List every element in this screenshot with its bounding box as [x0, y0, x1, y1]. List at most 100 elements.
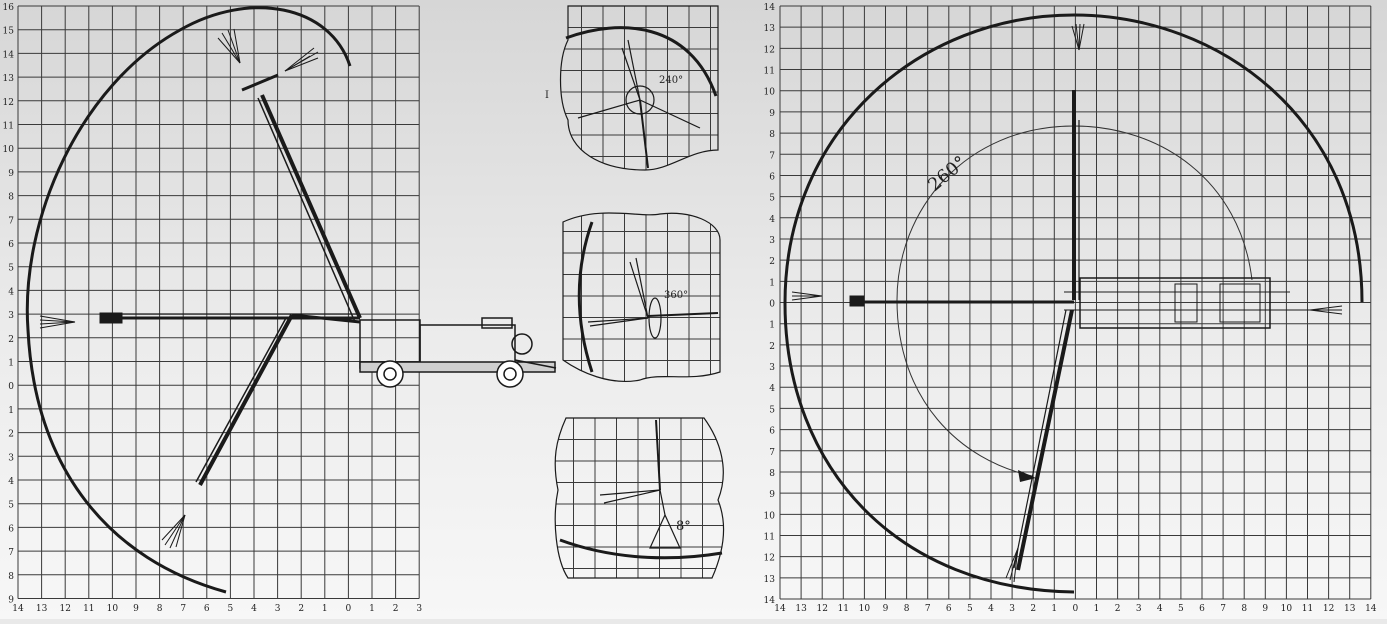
axis-tick-label: 4: [8, 477, 14, 487]
axis-tick-label: 6: [769, 427, 775, 437]
axis-tick-label: 5: [8, 501, 14, 511]
axis-tick-label: 2: [298, 604, 304, 614]
axis-tick-label: 2: [769, 257, 775, 267]
axis-tick-label: 10: [764, 88, 776, 98]
carrier-truck: [359, 317, 557, 388]
axis-tick-label: 0: [1073, 604, 1079, 614]
axis-tick-label: 5: [967, 604, 973, 614]
axis-tick-label: 9: [883, 604, 889, 614]
axis-tick-label: 10: [3, 145, 15, 155]
axis-tick-label: 12: [3, 98, 14, 108]
axis-tick-label: 12: [764, 554, 775, 564]
axis-tick-label: 8: [904, 604, 910, 614]
axis-tick-label: 3: [1009, 604, 1015, 614]
axis-tick-label: 4: [8, 287, 14, 297]
axis-tick-label: 8: [157, 604, 163, 614]
right-reach-envelope: [783, 13, 1364, 594]
boom-lowered: [161, 313, 361, 549]
axis-tick-label: 1: [769, 321, 775, 331]
axis-tick-label: 13: [795, 604, 807, 614]
axis-tick-label: 7: [1220, 604, 1226, 614]
axis-tick-label: 1: [1051, 604, 1057, 614]
axis-tick-label: 12: [816, 604, 827, 614]
axis-tick-label: 14: [764, 3, 776, 13]
rotation-360-label: 360°: [664, 290, 688, 301]
axis-tick-label: 5: [769, 194, 775, 204]
axis-tick-label: 1: [8, 406, 14, 416]
axis-tick-label: 12: [1323, 604, 1334, 614]
axis-tick-label: 0: [769, 300, 775, 310]
tilt-8-label: 8°: [676, 519, 691, 534]
axis-tick-label: 7: [769, 448, 775, 458]
axis-tick-label: 6: [204, 604, 210, 614]
rotation-240-label: 240°: [659, 75, 683, 86]
axis-tick-label: 7: [769, 151, 775, 161]
axis-tick-label: 10: [1281, 604, 1293, 614]
axis-tick-label: 7: [180, 604, 186, 614]
axis-tick-label: 12: [764, 45, 775, 55]
axis-tick-label: 3: [275, 604, 281, 614]
axis-tick-label: 5: [769, 405, 775, 415]
slew-260-label: 260°: [924, 152, 971, 196]
axis-tick-label: 8: [769, 130, 775, 140]
boom-raised: [217, 28, 362, 323]
axis-tick-label: 14: [12, 604, 24, 614]
axis-tick-label: 7: [8, 548, 14, 558]
left-reach-envelope: [25, 6, 352, 594]
inset-tilt-8: 8°: [554, 417, 725, 579]
axis-tick-label: 5: [1178, 604, 1184, 614]
axis-tick-label: 8: [8, 572, 14, 582]
axis-tick-label: 6: [1199, 604, 1205, 614]
axis-tick-label: 11: [764, 533, 775, 543]
axis-tick-label: 2: [8, 335, 14, 345]
boom-horizontal: [39, 312, 360, 329]
axis-tick-label: 3: [416, 604, 422, 614]
machine-top-view: [791, 23, 1343, 583]
axis-tick-label: 11: [838, 604, 849, 614]
axis-tick-label: 2: [1030, 604, 1036, 614]
axis-tick-label: 9: [769, 109, 775, 119]
axis-tick-label: 11: [1302, 604, 1313, 614]
axis-tick-label: 8: [769, 469, 775, 479]
axis-tick-label: 0: [8, 382, 14, 392]
axis-tick-label: 6: [769, 172, 775, 182]
axis-tick-label: 10: [764, 511, 776, 521]
axis-tick-label: 3: [769, 236, 775, 246]
axis-tick-label: 1: [1094, 604, 1100, 614]
axis-tick-label: 2: [1115, 604, 1121, 614]
slew-260-arc: [896, 125, 1253, 477]
axis-tick-label: 11: [83, 604, 94, 614]
axis-tick-label: 2: [8, 430, 14, 440]
axis-tick-label: 1: [369, 604, 375, 614]
axis-tick-label: 9: [8, 596, 14, 606]
axis-tick-label: 1: [322, 604, 328, 614]
axis-tick-label: 2: [393, 604, 399, 614]
axis-tick-label: 14: [774, 604, 786, 614]
axis-tick-label: 4: [988, 604, 994, 614]
axis-tick-label: 6: [8, 240, 14, 250]
axis-tick-label: 11: [764, 67, 775, 77]
axis-tick-label: 15: [3, 27, 15, 37]
axis-tick-label: 3: [8, 311, 14, 321]
axis-tick-label: 1: [769, 278, 775, 288]
axis-tick-label: 9: [769, 490, 775, 500]
axis-tick-label: 7: [925, 604, 931, 614]
axis-tick-label: 0: [346, 604, 352, 614]
inset-rotation-240: 240° I: [545, 5, 719, 171]
nozzle-spray-fan: [217, 28, 319, 72]
axis-tick-label: 13: [3, 74, 15, 84]
axis-tick-label: 5: [228, 604, 234, 614]
right-grid: [779, 5, 1372, 600]
axis-tick-label: 14: [1365, 604, 1377, 614]
axis-tick-label: 3: [769, 363, 775, 373]
axis-tick-label: 4: [769, 215, 775, 225]
axis-tick-label: 3: [8, 453, 14, 463]
axis-tick-label: 2: [769, 342, 775, 352]
axis-tick-label: 13: [764, 24, 776, 34]
side-mark: I: [545, 90, 549, 101]
axis-tick-label: 1: [8, 359, 14, 369]
